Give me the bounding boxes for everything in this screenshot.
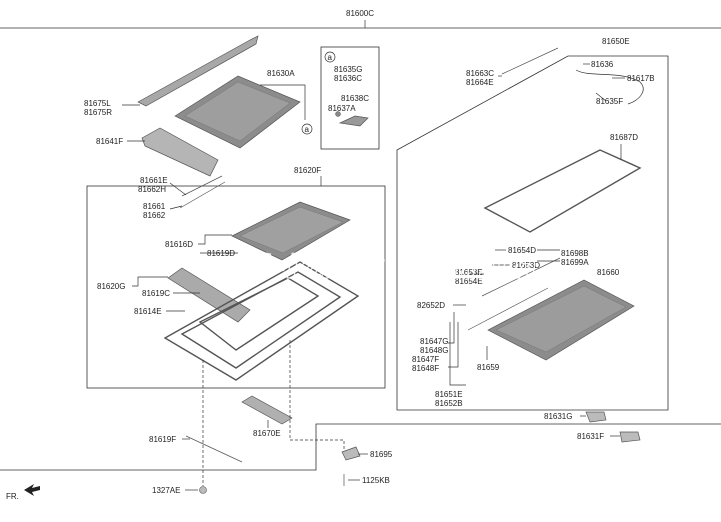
label-81647G: 81647G xyxy=(420,337,448,346)
label-81620F: 81620F xyxy=(294,166,321,175)
label-1125KB: 1125KB xyxy=(362,476,390,485)
roof-rail-strip xyxy=(137,35,259,107)
label-81630A: 81630A xyxy=(267,69,295,78)
part-labels: 81600C 81630A 81635G 81636C 81638C 81637… xyxy=(84,9,655,495)
label-81631F: 81631F xyxy=(577,432,604,441)
label-81662H: 81662H xyxy=(138,185,166,194)
label-81637A: 81637A xyxy=(328,104,356,113)
label-81635F: 81635F xyxy=(596,97,623,106)
front-direction-marker: FR. xyxy=(6,484,40,501)
callout-marker-a: a a xyxy=(301,51,336,135)
leader-lines xyxy=(122,63,625,491)
label-81648F: 81648F xyxy=(412,364,439,373)
sunroof-frame xyxy=(163,261,360,381)
label-81636: 81636 xyxy=(591,60,614,69)
front-arrow-icon xyxy=(24,484,40,496)
label-81631G: 81631G xyxy=(544,412,572,421)
label-81638C: 81638C xyxy=(341,94,369,103)
label-81687D: 81687D xyxy=(610,133,638,142)
label-81699A: 81699A xyxy=(561,258,589,267)
label-81651E: 81651E xyxy=(435,390,463,399)
label-81614E: 81614E xyxy=(134,307,162,316)
part-shapes xyxy=(137,35,644,494)
label-81662: 81662 xyxy=(143,211,166,220)
watermark-text: S-Parts.com.vn xyxy=(248,247,537,287)
label-81653D: 81653D xyxy=(512,261,540,270)
label-81675L: 81675L xyxy=(84,99,111,108)
label-1327AE: 1327AE xyxy=(152,486,180,495)
label-81635G: 81635G xyxy=(334,65,362,74)
label-81653E: 81653E xyxy=(455,268,483,277)
label-81659: 81659 xyxy=(477,363,500,372)
label-81663C: 81663C xyxy=(466,69,494,78)
frame-lines xyxy=(0,20,721,471)
label-81620G: 81620G xyxy=(97,282,125,291)
label-81675R: 81675R xyxy=(84,108,112,117)
label-81660: 81660 xyxy=(597,268,620,277)
label-81641F: 81641F xyxy=(96,137,123,146)
label-81648G: 81648G xyxy=(420,346,448,355)
label-81698B: 81698B xyxy=(561,249,589,258)
label-81654E: 81654E xyxy=(455,277,483,286)
label-81619C: 81619C xyxy=(142,289,170,298)
label-81650E: 81650E xyxy=(602,37,630,46)
rear-deflector xyxy=(241,395,293,425)
label-81670E: 81670E xyxy=(253,429,281,438)
label-81654D: 81654D xyxy=(508,246,536,255)
label-81600C: 81600C xyxy=(346,9,374,18)
label-81617B: 81617B xyxy=(627,74,655,83)
label-81652B: 81652B xyxy=(435,399,463,408)
label-82652D: 82652D xyxy=(417,301,445,310)
svg-text:a: a xyxy=(305,125,310,134)
svg-text:FR.: FR. xyxy=(6,492,19,501)
deflector-part xyxy=(141,127,219,177)
label-81619D: 81619D xyxy=(207,249,235,258)
label-81664E: 81664E xyxy=(466,78,494,87)
label-81619F: 81619F xyxy=(149,435,176,444)
label-81616D: 81616D xyxy=(165,240,193,249)
label-81695: 81695 xyxy=(370,450,393,459)
svg-text:a: a xyxy=(328,53,333,62)
label-81636C: 81636C xyxy=(334,74,362,83)
label-81661E: 81661E xyxy=(140,176,168,185)
label-81661: 81661 xyxy=(143,202,166,211)
label-81647F: 81647F xyxy=(412,355,439,364)
